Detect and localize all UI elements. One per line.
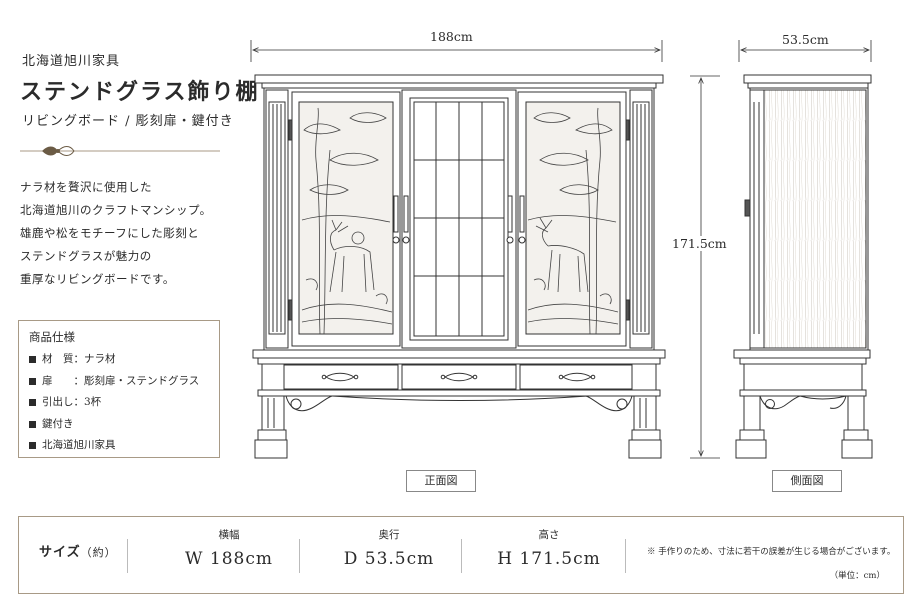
product-description: ナラ材を贅沢に使用した 北海道旭川のクラフトマンシップ。 雄鹿や松をモチーフにし… — [20, 176, 212, 291]
front-view-label: 正面図 — [406, 470, 476, 492]
description-line: 北海道旭川のクラフトマンシップ。 — [20, 203, 212, 217]
size-heading: サイズ（約） — [39, 541, 117, 560]
spec-item: 北海道旭川家具 — [29, 435, 209, 457]
spec-title: 商品仕様 — [29, 330, 75, 344]
bullet-square-icon — [29, 442, 36, 450]
ornament-divider — [20, 146, 220, 156]
spec-item-text: 扉 ：彫刻扉・ステンドグラス — [42, 374, 200, 387]
size-depth-value: D 53.5cm — [343, 549, 435, 569]
size-depth-label: 奥行 — [378, 529, 400, 541]
spec-item: 鍵付き — [29, 414, 209, 436]
spec-item: 引出し：3杯 — [29, 392, 209, 414]
size-summary-bar: サイズ（約） 横幅 W 188cm 奥行 D 53.5cm 高さ H 171.5… — [18, 516, 904, 594]
bullet-square-icon — [29, 399, 36, 407]
spec-item-text: 引出し：3杯 — [42, 396, 102, 408]
divider — [625, 539, 626, 573]
dimension-depth-side — [738, 40, 872, 62]
description-line: 雄鹿や松をモチーフにした彫刻と — [20, 226, 200, 240]
dimension-height-label: 171.5cm — [670, 236, 729, 251]
side-view-label: 側面図 — [772, 470, 842, 492]
size-heading-text: サイズ — [39, 545, 81, 560]
technical-drawing — [250, 40, 873, 459]
dimension-depth-label: 53.5cm — [780, 32, 831, 47]
size-unit: （単位：cm） — [829, 571, 885, 581]
size-width-value: W 188cm — [185, 549, 273, 569]
bullet-square-icon — [29, 377, 36, 385]
size-height-label: 高さ — [538, 529, 560, 541]
door-handles — [392, 195, 526, 244]
divider — [127, 539, 128, 573]
dimension-height — [690, 75, 720, 459]
brand-name: 北海道旭川家具 — [22, 54, 121, 69]
divider — [299, 539, 300, 573]
description-line: ステンドグラスが魅力の — [20, 249, 152, 263]
carved-door-right — [527, 107, 619, 335]
divider — [461, 539, 462, 573]
size-width-label: 横幅 — [218, 529, 240, 541]
product-subtitle: リビングボード / 彫刻扉・鍵付き — [22, 114, 234, 129]
description-line: 重厚なリビングボードです。 — [20, 272, 175, 286]
carved-door-left — [301, 107, 393, 335]
spec-item-text: 材 質：ナラ材 — [42, 353, 116, 365]
drawer-pulls — [321, 372, 596, 382]
size-note: ※ 手作りのため、寸法に若干の誤差が生じる場合がございます。 — [647, 547, 896, 557]
spec-item-text: 鍵付き — [42, 417, 74, 430]
size-height-value: H 171.5cm — [497, 549, 601, 569]
bullet-square-icon — [29, 356, 36, 364]
product-title: ステンドグラス飾り棚 — [20, 79, 260, 105]
spec-box: 商品仕様 材 質：ナラ材 扉 ：彫刻扉・ステンドグラス 引出し：3杯 鍵付き 北… — [18, 320, 220, 458]
spec-item: 扉 ：彫刻扉・ステンドグラス — [29, 371, 209, 393]
spec-item: 材 質：ナラ材 — [29, 349, 209, 371]
dimension-width-front — [250, 40, 663, 62]
size-width: 横幅 W 188cm — [159, 527, 299, 569]
side-apron — [759, 395, 847, 410]
size-height: 高さ H 171.5cm — [479, 527, 619, 569]
dimension-width-label: 188cm — [428, 29, 475, 44]
description-line: ナラ材を贅沢に使用した — [20, 180, 152, 194]
side-view-cabinet — [733, 74, 873, 459]
spec-item-text: 北海道旭川家具 — [42, 439, 116, 451]
size-heading-suffix: （約） — [80, 546, 117, 559]
bullet-square-icon — [29, 420, 36, 428]
size-depth: 奥行 D 53.5cm — [319, 527, 459, 569]
carved-apron — [285, 395, 633, 412]
